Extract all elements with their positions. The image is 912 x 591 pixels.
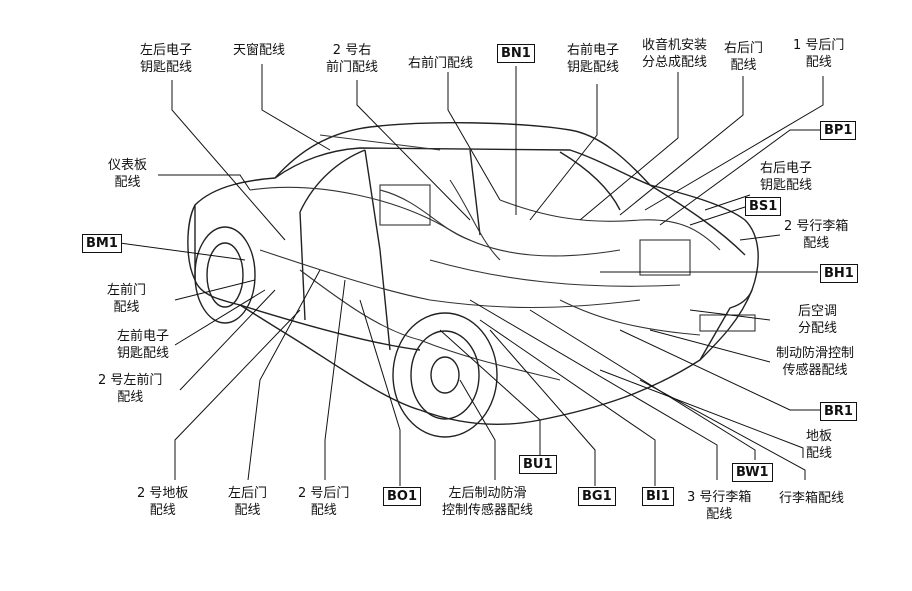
label-sunroof-harness: 天窗配线 — [233, 43, 286, 58]
code-bw1: BW1 — [732, 463, 773, 482]
label-luggage-harness: 行李箱配线 — [779, 491, 845, 506]
code-bu1: BU1 — [519, 455, 557, 474]
label-rear-right-door-harness: 右后门配线 — [724, 41, 764, 73]
label-front-left-door-2-harness: 2 号左前门配线 — [98, 373, 163, 405]
harness-wires — [249, 134, 756, 381]
code-bh1: BH1 — [820, 264, 858, 283]
label-instrument-panel-harness: 仪表板配线 — [108, 158, 148, 190]
code-bg1: BG1 — [578, 487, 616, 506]
label-front-right-key-harness: 右前电子钥匙配线 — [567, 43, 620, 75]
code-bn1: BN1 — [497, 44, 535, 63]
code-bs1: BS1 — [745, 197, 782, 216]
code-bo1: BO1 — [383, 487, 422, 506]
car-body-outline — [187, 122, 759, 425]
label-luggage-3-harness: 3 号行李箱配线 — [687, 490, 752, 522]
label-rear-ac-harness: 后空调分配线 — [798, 304, 838, 336]
label-rear-door-1-harness: 1 号后门配线 — [793, 38, 845, 70]
label-floor-2-harness: 2 号地板配线 — [137, 486, 189, 518]
code-br1: BR1 — [820, 402, 857, 421]
label-front-right-door-2-harness: 2 号右前门配线 — [326, 43, 379, 75]
label-front-right-door-harness: 右前门配线 — [408, 56, 474, 71]
label-front-left-key-harness: 左前电子钥匙配线 — [117, 329, 170, 361]
leader-lines — [119, 64, 824, 486]
label-floor-harness: 地板配线 — [806, 429, 833, 461]
code-bi1: BI1 — [642, 487, 674, 506]
label-rear-right-key-harness: 右后电子钥匙配线 — [760, 161, 813, 193]
wheels — [194, 226, 498, 438]
label-rear-left-key-harness: 左后电子钥匙配线 — [140, 43, 193, 75]
code-bm1: BM1 — [82, 234, 122, 253]
label-luggage-2-harness: 2 号行李箱配线 — [784, 219, 849, 251]
label-rear-left-abs-harness: 左后制动防滑控制传感器配线 — [442, 486, 534, 518]
label-abs-sensor-harness: 制动防滑控制传感器配线 — [776, 346, 855, 378]
code-bp1: BP1 — [820, 121, 857, 140]
label-front-left-door-harness: 左前门配线 — [107, 283, 147, 315]
label-radio-harness: 收音机安装分总成配线 — [642, 38, 708, 70]
label-rear-left-door-harness: 左后门配线 — [228, 486, 268, 518]
label-rear-door-2-harness: 2 号后门配线 — [298, 486, 350, 518]
